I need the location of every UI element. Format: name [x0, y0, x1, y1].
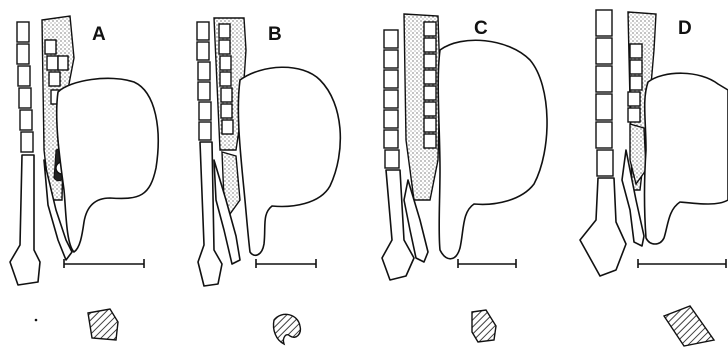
cross-section-shape: [664, 306, 714, 346]
cross-section-shape: [472, 310, 496, 342]
panel-label-d: D: [678, 18, 692, 39]
panel-label-a: A: [92, 24, 106, 45]
main-lobe: [57, 78, 159, 252]
panel-d: [580, 10, 728, 346]
cross-section-shape: [273, 314, 300, 344]
main-lobe: [238, 67, 340, 255]
main-lobe: [438, 40, 547, 258]
panel-a: [10, 16, 158, 340]
inner-segments: [628, 44, 642, 122]
panel-c: [382, 14, 547, 342]
panel-label-b: B: [268, 24, 282, 45]
speck: [35, 319, 38, 322]
panel-b: [197, 18, 340, 344]
cross-section-shape: [88, 309, 118, 340]
main-lobe: [645, 73, 728, 244]
left-vertebral-column: [580, 10, 626, 276]
panel-label-c: C: [474, 18, 488, 39]
left-vertebral-column: [10, 22, 40, 285]
